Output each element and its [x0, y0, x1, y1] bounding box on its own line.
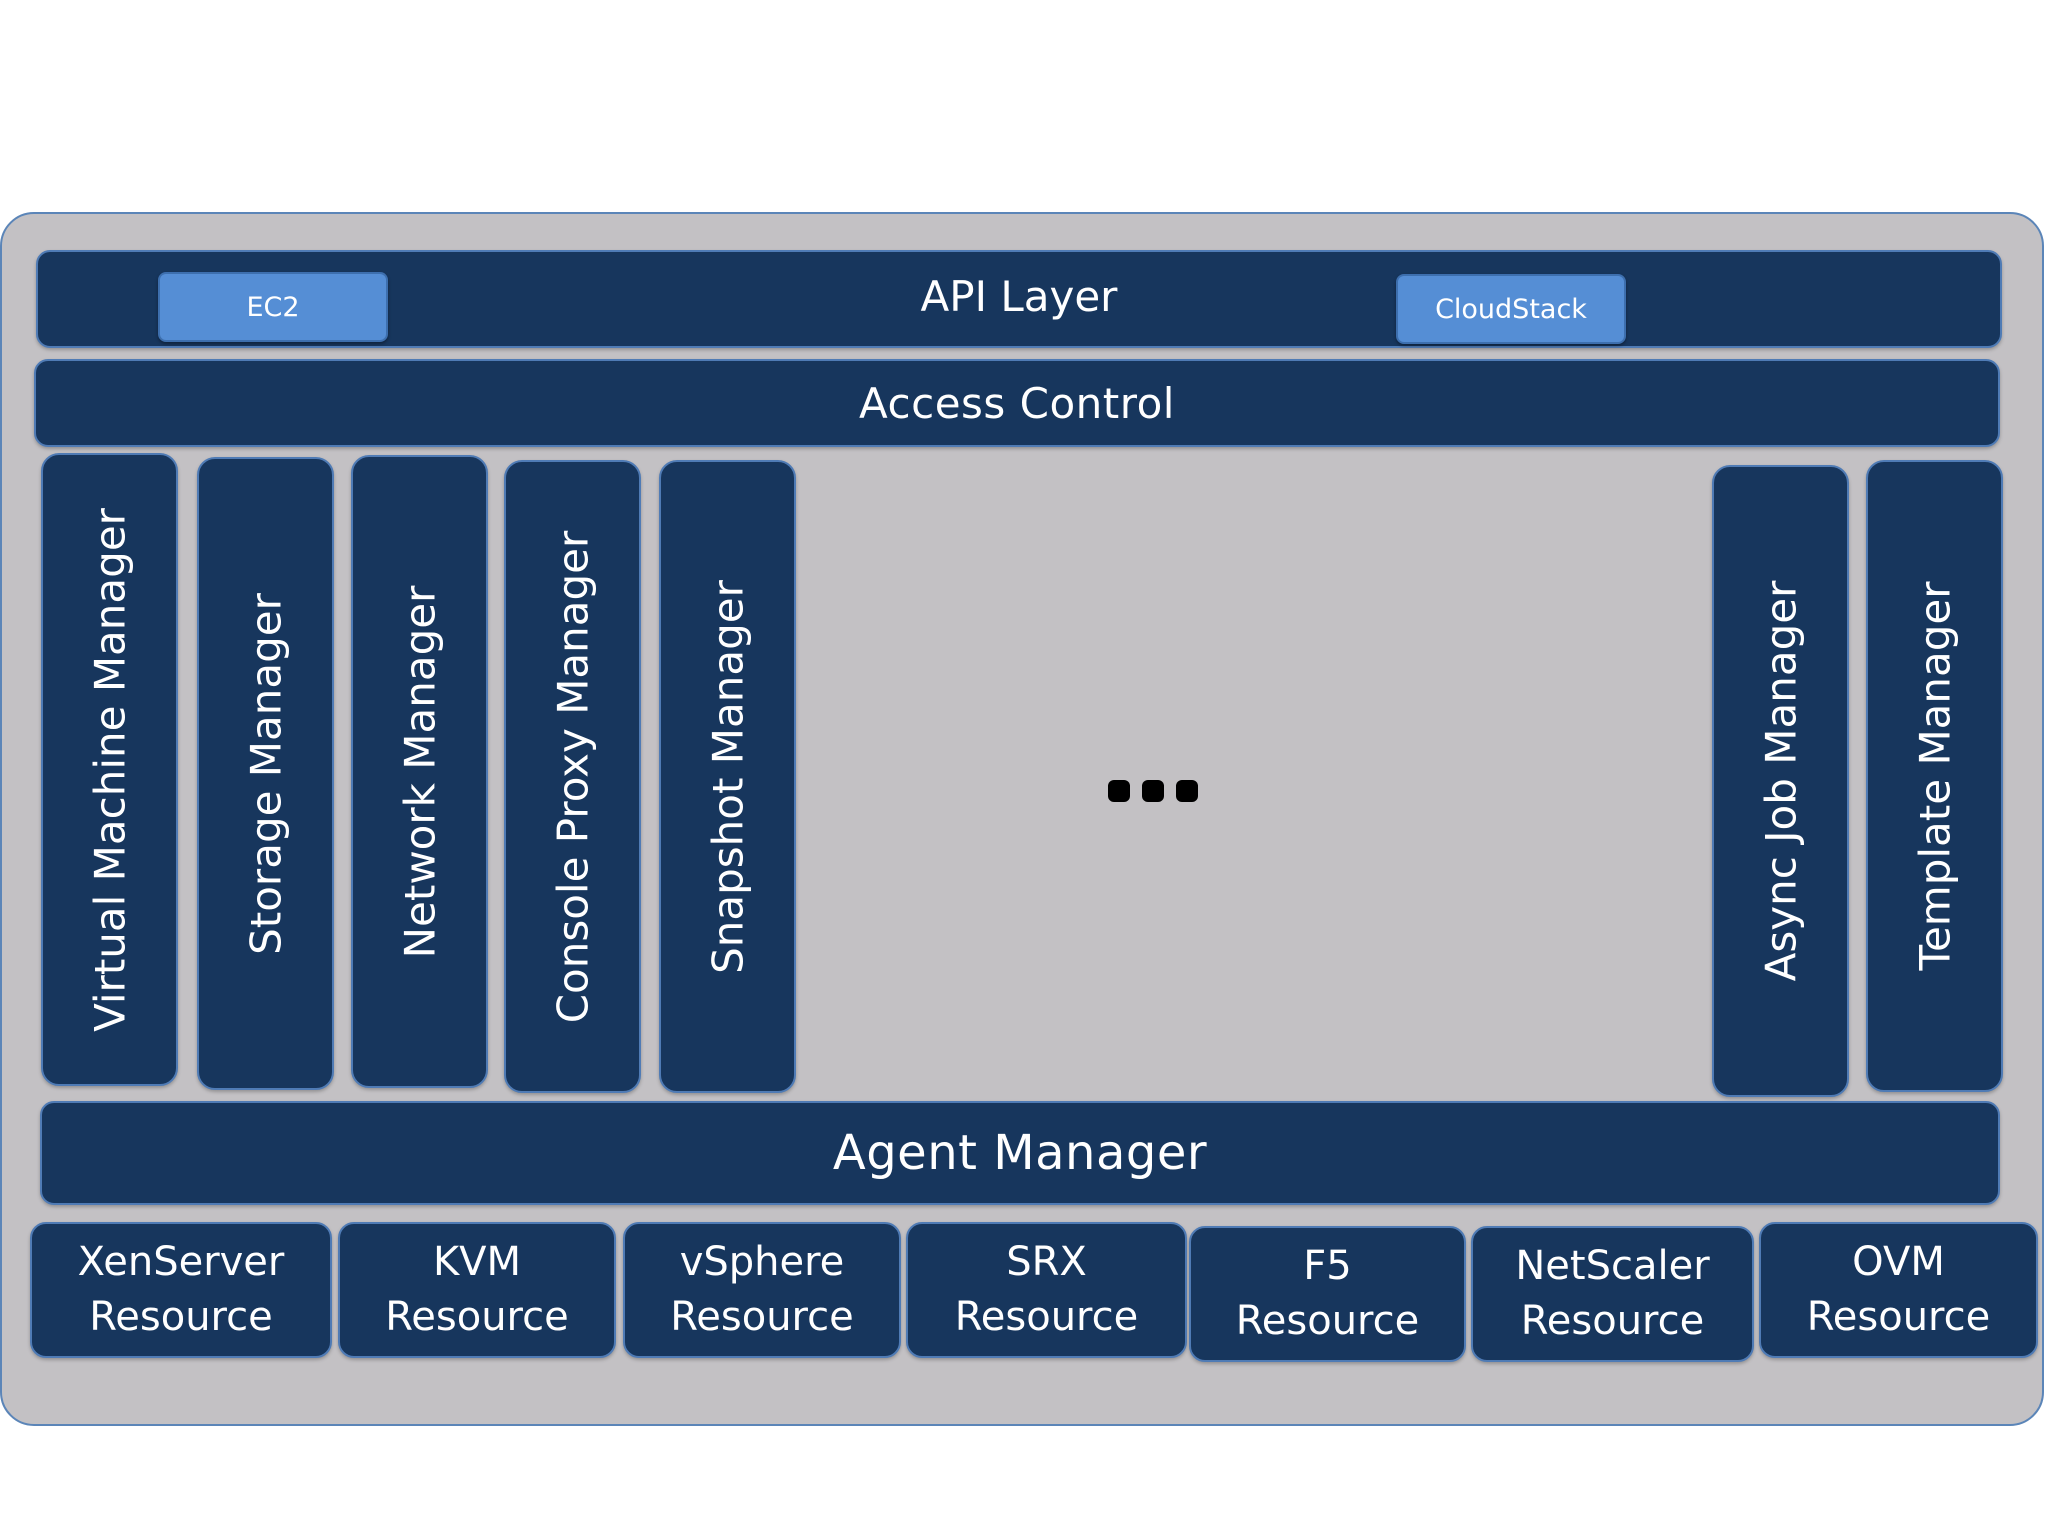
- kvm-resource: KVM Resource: [338, 1222, 616, 1358]
- manager-label: Snapshot Manager: [703, 579, 752, 974]
- resource-suffix: Resource: [670, 1294, 854, 1340]
- more-managers-ellipsis: [1108, 780, 1198, 802]
- resource-name: XenServer: [77, 1239, 285, 1285]
- srx-resource: SRX Resource: [906, 1222, 1187, 1358]
- resource-suffix: Resource: [1806, 1294, 1991, 1340]
- snapshot-manager: Snapshot Manager: [659, 460, 796, 1093]
- resource-suffix: Resource: [89, 1294, 273, 1340]
- api-layer: API Layer EC2 CloudStack: [36, 250, 2002, 348]
- resource-suffix: Resource: [1235, 1298, 1420, 1344]
- resource-suffix: Resource: [1520, 1298, 1705, 1344]
- access-control-title: Access Control: [859, 378, 1175, 428]
- resource-suffix: Resource: [954, 1294, 1139, 1340]
- manager-label: Template Manager: [1910, 581, 1959, 971]
- ovm-resource: OVM Resource: [1759, 1222, 2038, 1358]
- vsphere-resource: vSphere Resource: [623, 1222, 901, 1358]
- ec2-tag: EC2: [158, 272, 388, 342]
- manager-label: Async Job Manager: [1756, 580, 1805, 982]
- resource-name: vSphere: [679, 1239, 845, 1285]
- template-manager: Template Manager: [1866, 460, 2003, 1092]
- agent-manager-title: Agent Manager: [832, 1125, 1208, 1181]
- storage-manager: Storage Manager: [197, 457, 334, 1090]
- manager-label: Virtual Machine Manager: [85, 507, 134, 1032]
- xenserver-resource: XenServer Resource: [30, 1222, 332, 1358]
- resource-name: NetScaler: [1515, 1243, 1710, 1289]
- f5-resource: F5 Resource: [1189, 1226, 1466, 1362]
- manager-label: Console Proxy Manager: [548, 530, 597, 1023]
- manager-label: Network Manager: [395, 585, 444, 958]
- netscaler-resource: NetScaler Resource: [1471, 1226, 1754, 1362]
- resource-name: F5: [1303, 1243, 1352, 1289]
- console-proxy-manager: Console Proxy Manager: [504, 460, 641, 1093]
- cloudstack-tag: CloudStack: [1396, 274, 1626, 344]
- virtual-machine-manager: Virtual Machine Manager: [41, 453, 178, 1086]
- api-layer-title: API Layer: [920, 272, 1118, 321]
- access-control: Access Control: [34, 359, 2000, 447]
- manager-label: Storage Manager: [241, 592, 290, 955]
- resource-name: KVM: [432, 1239, 522, 1285]
- agent-manager: Agent Manager: [40, 1101, 2000, 1205]
- network-manager: Network Manager: [351, 455, 488, 1088]
- resource-name: OVM: [1852, 1239, 1945, 1285]
- resource-name: SRX: [1006, 1239, 1087, 1285]
- resource-suffix: Resource: [385, 1294, 569, 1340]
- async-job-manager: Async Job Manager: [1712, 465, 1849, 1097]
